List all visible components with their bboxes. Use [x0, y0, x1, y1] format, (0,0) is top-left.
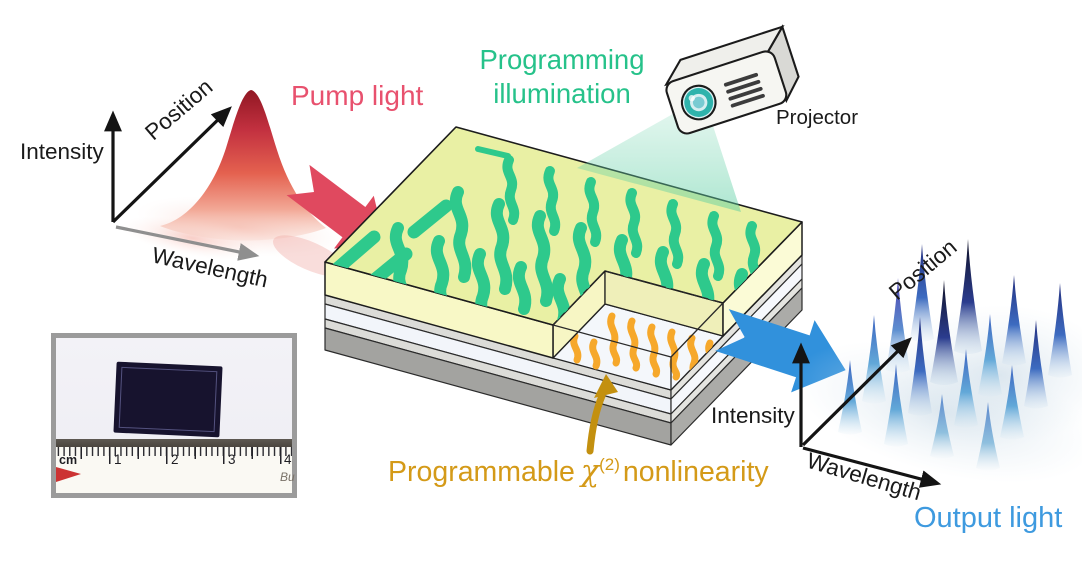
ruler-red-wedge [56, 467, 81, 482]
ruler-number: 1 [114, 452, 122, 467]
sample-photo: cm 1 2 3 4 Bu [51, 333, 297, 498]
output-intensity-axis-label: Intensity [711, 403, 795, 428]
programmable-pre-text: Programmable [388, 456, 575, 488]
programming-illumination-label: Programming illumination [462, 43, 662, 111]
input-spectrum-plot [104, 90, 345, 261]
chi2-callout-arrow [586, 374, 618, 455]
projector-vents-icon [723, 72, 765, 108]
sample-chip-photo [113, 361, 223, 438]
input-wavelength-axis [115, 225, 260, 261]
programmable-post-text: nonlinearity [622, 456, 769, 488]
chi-symbol: χ [580, 454, 600, 489]
chip-illustration [324, 126, 803, 446]
ruler-number: 4 [284, 452, 292, 467]
pump-light-label: Pump light [291, 80, 424, 111]
chi-superscript: (2) [599, 455, 620, 474]
ruler: cm 1 2 3 4 Bu [56, 439, 295, 493]
programming-illumination-line1: Programming [479, 44, 645, 75]
ruler-unit-label: cm [59, 453, 78, 467]
projector-label: Projector [776, 106, 859, 129]
sample-chip-outline [118, 366, 218, 433]
input-intensity-axis-label: Intensity [20, 139, 104, 164]
output-wavelength-axis [802, 446, 942, 488]
ruler-edge [56, 439, 292, 447]
output-light-label: Output light [914, 502, 1063, 534]
ruler-ticks [56, 447, 292, 464]
cutaway-wireframe [552, 270, 724, 390]
input-position-axis [111, 106, 232, 224]
output-position-axis [801, 337, 912, 447]
programming-illumination-line2: illumination [493, 78, 631, 109]
chi2-patterned-layer [552, 303, 724, 391]
ruler-brand-label: Bu [280, 470, 295, 484]
ruler-number: 2 [171, 452, 179, 467]
ruler-number: 3 [228, 452, 236, 467]
pump-gaussian-peak [160, 90, 326, 241]
projector-icon [664, 24, 800, 135]
output-spectrum-plot [792, 239, 1082, 488]
